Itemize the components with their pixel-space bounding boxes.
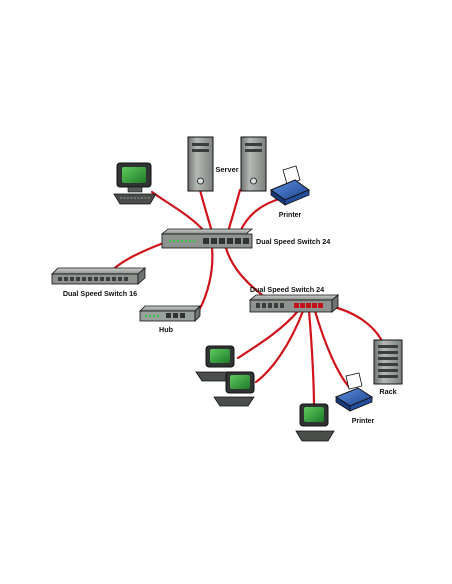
cable-switch24-lower-to-pc3 [307,309,316,410]
switch16-label: Dual Speed Switch 16 [63,289,137,298]
keyboard-icon [295,430,335,442]
monitor-icon [299,403,329,427]
cable-switch24-lower-to-printer [313,309,352,390]
printer-lower-label: Printer [352,418,375,425]
rack-label: Rack [379,387,396,396]
keyboard-icon [213,396,255,407]
desktop-computer-lower-2 [213,371,255,407]
desktop-computer-top [113,162,157,205]
desktop-computer-lower-3 [295,403,335,442]
cable-switch24-lower-to-pc1 [236,309,300,360]
printer-icon-top [269,165,311,206]
desktop-computer-lower-1 [195,345,235,382]
printer-icon-lower [334,372,374,412]
cable-switch24-to-hub [196,246,214,314]
printer-top-label: Printer [279,212,302,219]
cable-server1-to-switch24 [198,188,214,234]
switch24-top-label: Dual Speed Switch 24 [256,237,330,246]
switch-24-lower [248,294,340,313]
switch-16 [51,267,147,285]
cable-printer-to-switch24 [238,196,284,234]
hub [139,305,201,322]
monitor-icon [116,162,152,193]
switch24-lower-label: Dual Speed Switch 24 [250,285,324,294]
cable-switch24-to-switch24-lower [224,246,264,297]
server-label: Server [215,165,238,174]
cable-pc-to-switch24 [150,190,207,234]
monitor-icon [205,345,235,368]
cable-switch24-lower-to-pc2 [254,309,305,384]
keyboard-icon [113,193,157,205]
server-tower-right [240,136,267,192]
server-tower-left [187,136,214,192]
cable-server2-to-switch24 [226,188,242,234]
monitor-icon [225,371,255,394]
server-rack [373,339,403,385]
cable-switch24-lower-to-rack [328,304,386,347]
hub-label: Hub [159,325,174,334]
switch-24-top [160,228,254,249]
